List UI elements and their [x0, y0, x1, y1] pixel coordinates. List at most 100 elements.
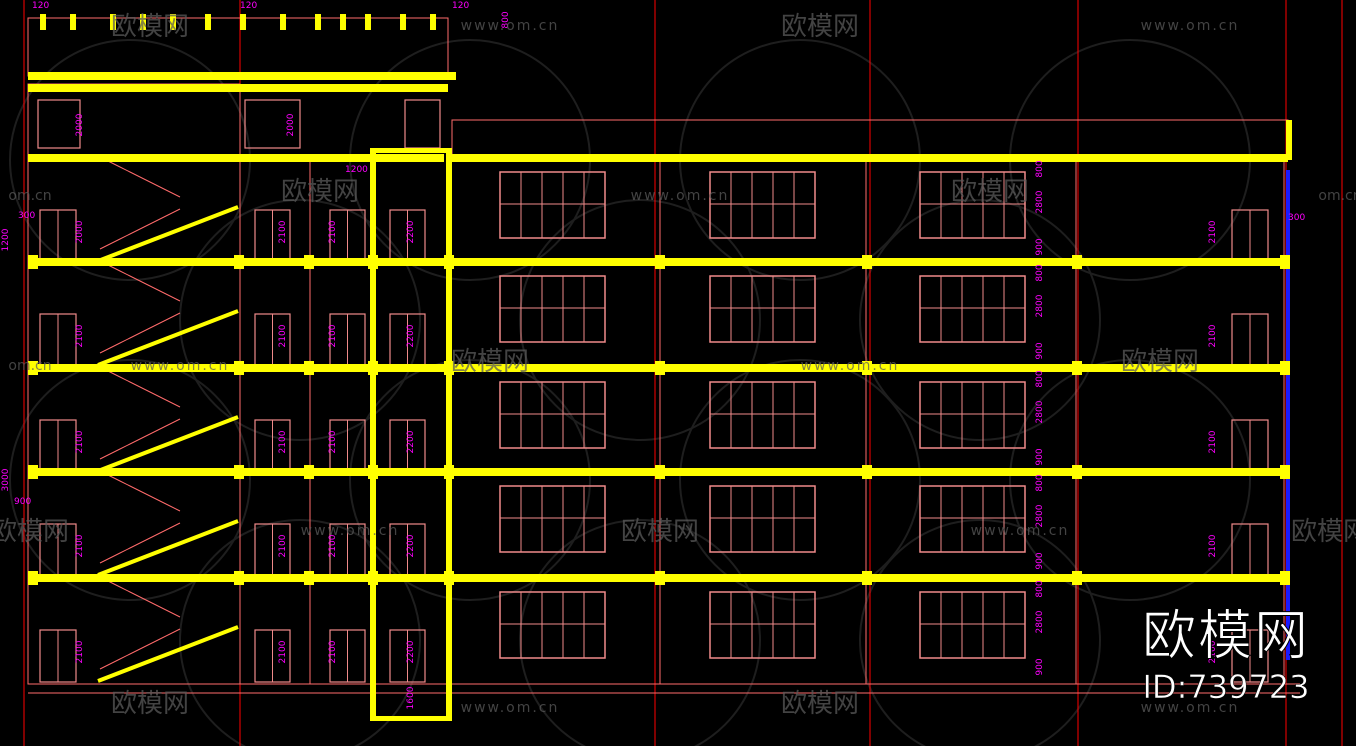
beam-end [1280, 361, 1290, 375]
dim-elevator-door: 2200 [406, 430, 416, 453]
roof-slab [28, 84, 448, 92]
beam-end [655, 255, 665, 269]
beam-end [862, 571, 872, 585]
dim-sill: 900 [1035, 552, 1045, 569]
watermark-brand: 欧模网 [1291, 517, 1356, 547]
watermark-circle [179, 519, 421, 746]
dim-door: 2100 [1208, 640, 1218, 663]
watermark-brand: 欧模网 [111, 12, 189, 42]
dim-sill: 900 [1035, 238, 1045, 255]
dim-pit: 1600 [406, 686, 416, 709]
pit-bottom [370, 716, 452, 721]
window-frame [499, 171, 606, 239]
watermark-brand: 欧模网 [281, 177, 359, 207]
dim-parapet: 1200 [345, 165, 368, 175]
watermark-circle [349, 359, 591, 601]
window-frame [709, 591, 816, 659]
dim-door: 2100 [1208, 324, 1218, 347]
watermark-site: www.om.cn [131, 358, 230, 374]
window-frame [709, 485, 816, 553]
watermark-site-short: om.cn [8, 358, 51, 374]
watermark-site: www.om.cn [631, 188, 730, 204]
stair-flight [99, 260, 181, 302]
dim-door: 2100 [1208, 220, 1218, 243]
stair-landing [97, 309, 239, 367]
window-frame [919, 485, 1026, 553]
dim-sill: 800 [1035, 264, 1045, 281]
dim-door: 2100 [328, 220, 338, 243]
dim-window: 2800 [1035, 400, 1045, 423]
roof-post [205, 14, 211, 30]
stair-flight [99, 312, 181, 354]
beam-end [1280, 571, 1290, 585]
stair-landing [97, 519, 239, 577]
roof-post [240, 14, 246, 30]
beam-end [304, 255, 314, 269]
window-frame [499, 275, 606, 343]
window-frame [709, 381, 816, 449]
roof-post [365, 14, 371, 30]
beam-end [1072, 465, 1082, 479]
watermark-brand: 欧模网 [781, 689, 859, 719]
watermark-circle [859, 199, 1101, 441]
dim-top: 120 [452, 1, 469, 11]
floor-slab [452, 154, 1288, 162]
beam-end [28, 361, 38, 375]
window-frame [499, 485, 606, 553]
pit-wall [370, 680, 376, 720]
beam-end [862, 255, 872, 269]
watermark-site: www.om.cn [801, 358, 900, 374]
roof-post [280, 14, 286, 30]
dim-window: 2800 [1035, 190, 1045, 213]
window-frame [709, 171, 816, 239]
dim-elevator-door: 2200 [406, 220, 416, 243]
stair-landing [97, 205, 239, 263]
roof-post [110, 14, 116, 30]
dim-window: 2800 [1035, 504, 1045, 527]
watermark-brand: 欧模网 [451, 347, 529, 377]
dim-door: 2100 [278, 534, 288, 557]
window-frame [919, 275, 1026, 343]
dim-sill: 800 [1035, 580, 1045, 597]
dim-rail: 300 [1288, 213, 1305, 223]
dim-sill: 900 [1035, 342, 1045, 359]
dim-door: 2100 [328, 534, 338, 557]
dim-door: 2100 [1208, 534, 1218, 557]
brand-logo: 欧模网 [1142, 604, 1310, 668]
watermark-brand: 欧模网 [951, 177, 1029, 207]
beam-end [655, 571, 665, 585]
beam-end [655, 465, 665, 479]
roof-post [315, 14, 321, 30]
stair-landing [97, 415, 239, 473]
dim-elevator-door: 2200 [406, 640, 416, 663]
door-frame [37, 99, 81, 149]
roof-post [40, 14, 46, 30]
beam-end [1072, 255, 1082, 269]
watermark-site: www.om.cn [1141, 18, 1240, 34]
pit-wall [446, 680, 452, 720]
dim-top: 800 [501, 11, 511, 28]
window-frame [499, 381, 606, 449]
watermark-site: www.om.cn [301, 523, 400, 539]
beam-end [234, 571, 244, 585]
stair-flight [99, 208, 181, 250]
dim-sill: 800 [1035, 370, 1045, 387]
watermark-brand: 欧模网 [621, 517, 699, 547]
dim-sill: 900 [1035, 448, 1045, 465]
dim-sill: 800 [1035, 160, 1045, 177]
watermark-site: www.om.cn [461, 700, 560, 716]
watermark-brand: 欧模网 [1121, 347, 1199, 377]
watermark-site-short: om.cn [8, 188, 51, 204]
window-frame [919, 381, 1026, 449]
dim-door: 2100 [75, 534, 85, 557]
dim-door: 2100 [328, 324, 338, 347]
watermark-brand: 欧模网 [111, 689, 189, 719]
beam-end [1280, 465, 1290, 479]
watermark-circle [859, 519, 1101, 746]
dim-top: 120 [240, 1, 257, 11]
roof-slab [28, 72, 456, 80]
watermark-circle [679, 359, 921, 601]
beam-end [234, 255, 244, 269]
dim-sill: 800 [1035, 474, 1045, 491]
